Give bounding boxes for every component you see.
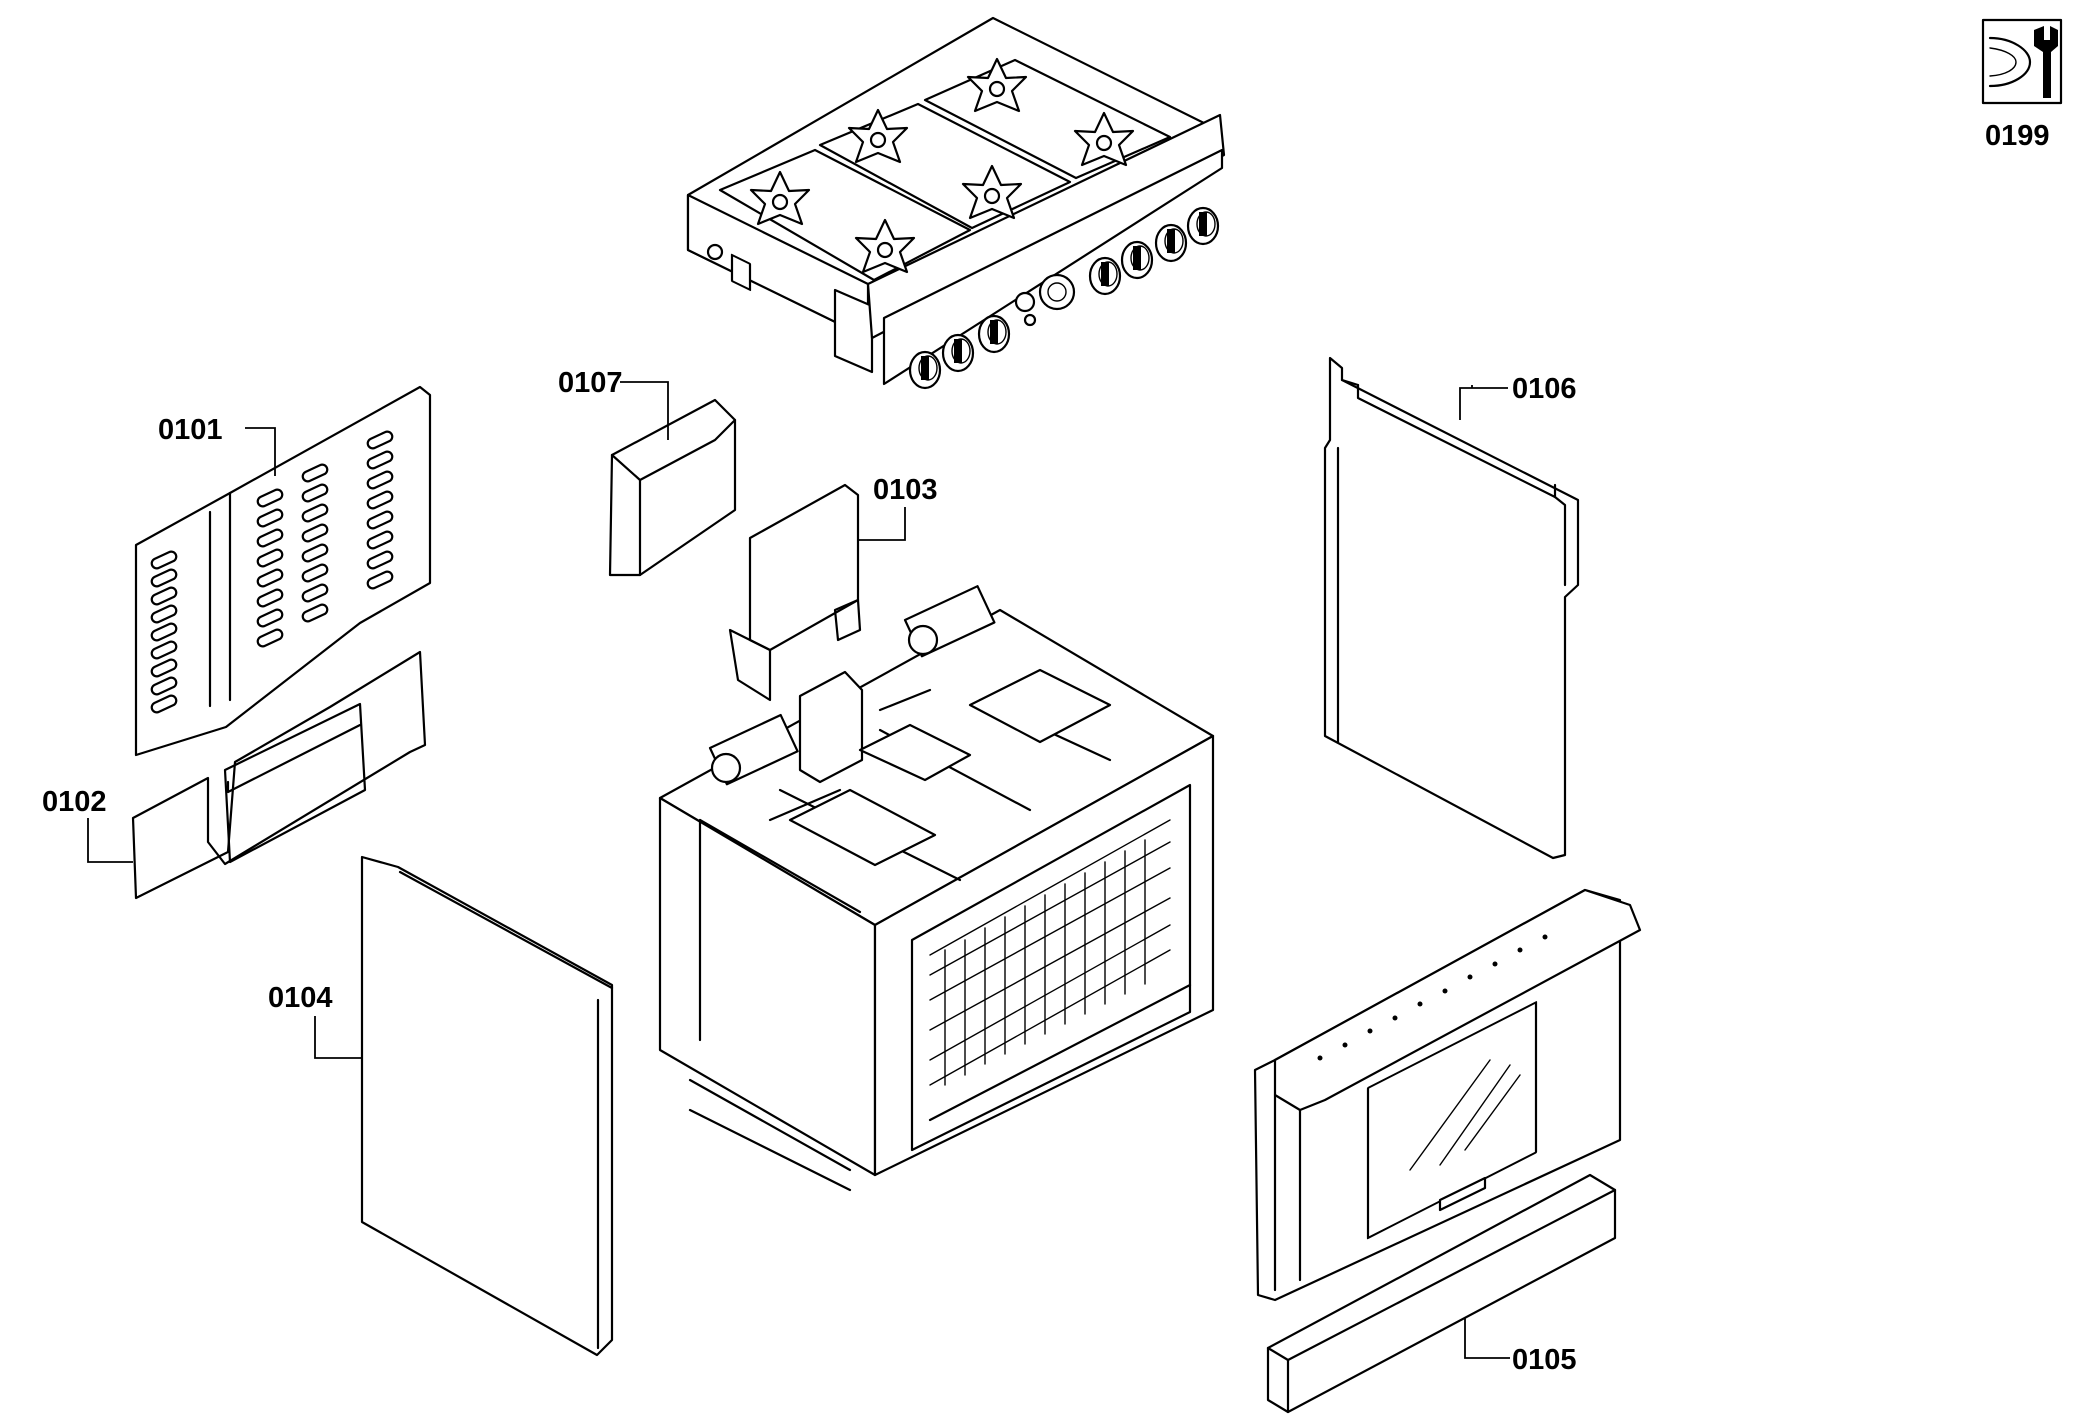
part-label-0102: 0102 [42, 786, 107, 818]
kick-panel: 0105 [1266, 1173, 1617, 1414]
part-label-0105: 0105 [1512, 1344, 1577, 1376]
part-label-0104: 0104 [268, 982, 333, 1014]
part-label-0106: 0106 [1512, 373, 1577, 405]
rear-louvered-panel: 0101 [134, 385, 432, 757]
lower-rear-cover: 0102 [42, 650, 427, 900]
heat-shield-bracket: 0107 [558, 367, 737, 577]
cooktop-assembly [686, 16, 1226, 390]
burner-bracket: 0103 [728, 474, 938, 702]
part-label-0103: 0103 [873, 474, 938, 506]
left-side-panel: 0104 [268, 855, 614, 1357]
part-label-0107: 0107 [558, 367, 623, 399]
oven-rack-lines [944, 839, 1146, 1086]
part-label-0199: 0199 [1985, 120, 2050, 152]
part-label-0101: 0101 [158, 414, 223, 446]
oven-body-assembly [658, 585, 1215, 1192]
service-tool-part: 0199 [1981, 18, 2063, 152]
door-vent-holes [1317, 934, 1548, 1061]
oven-door [1253, 888, 1642, 1302]
right-side-panel: 0106 [1323, 356, 1580, 860]
wrench-tool-icon [1981, 18, 2063, 105]
